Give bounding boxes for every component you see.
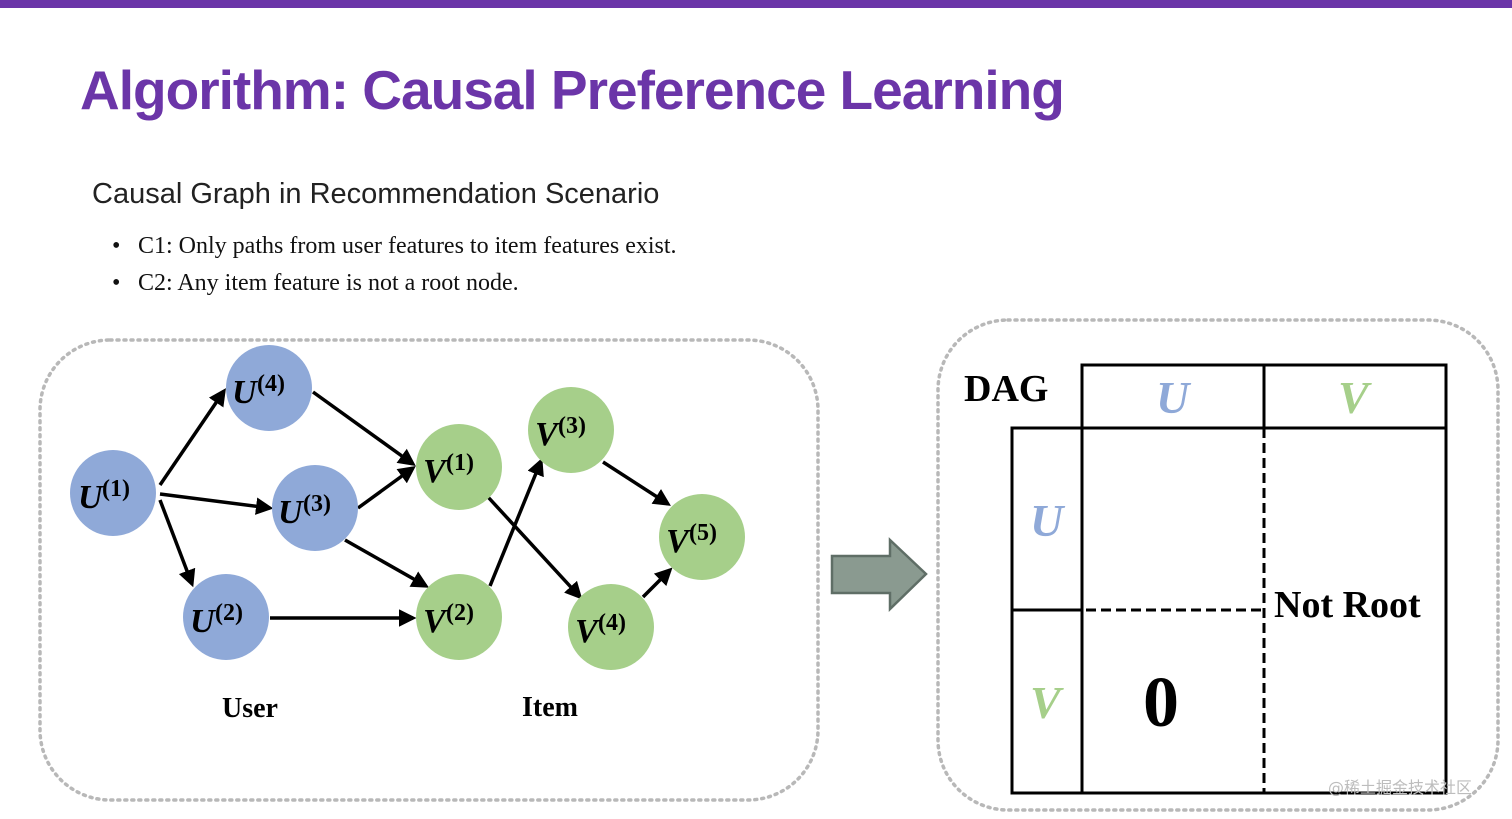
node-superscript: (4) <box>257 371 285 397</box>
edge-v2-v3 <box>488 457 544 587</box>
row-header-u: U <box>1030 495 1066 546</box>
node-superscript: (1) <box>102 476 130 502</box>
edge-u1-u3 <box>159 492 274 515</box>
edge-v3-v5 <box>602 460 671 506</box>
bullet-item: • C1: Only paths from user features to it… <box>112 230 677 267</box>
node-superscript: (4) <box>598 610 626 636</box>
bullet-item: • C2: Any item feature is not a root node… <box>112 267 677 304</box>
item-node-circle <box>416 574 502 660</box>
user-node-u2: U (2) <box>183 574 269 660</box>
user-node-u4: U (4) <box>226 345 312 431</box>
edge-u3-v1 <box>356 465 416 510</box>
node-superscript: (5) <box>689 520 717 546</box>
node-superscript: (3) <box>558 413 586 439</box>
user-node-circle <box>272 465 358 551</box>
right-arrow-icon <box>830 537 928 612</box>
item-node-circle <box>528 387 614 473</box>
slide-title: Algorithm: Causal Preference Learning <box>80 59 1065 121</box>
node-label: V <box>666 523 691 560</box>
edge-u1-u4 <box>158 388 226 486</box>
node-label: V <box>575 613 600 650</box>
edge-u1-u2 <box>158 499 196 588</box>
user-node-circle <box>226 345 312 431</box>
node-label: U <box>278 494 305 531</box>
item-node-v1: V (1) <box>416 424 502 510</box>
bullet-dot-icon: • <box>112 233 121 259</box>
node-superscript: (2) <box>215 600 243 626</box>
edge-u4-v1 <box>311 390 416 467</box>
not-root-label: Not Root <box>1274 584 1421 626</box>
user-node-u1: U (1) <box>70 450 156 536</box>
item-node-v3: V (3) <box>528 387 614 473</box>
constraint-list: • C1: Only paths from user features to it… <box>112 230 677 304</box>
edge-v4-v5 <box>641 567 673 599</box>
node-superscript: (3) <box>303 491 331 517</box>
item-node-v2: V (2) <box>416 574 502 660</box>
user-node-circle <box>70 450 156 536</box>
graph-edges <box>158 388 673 627</box>
node-label: V <box>535 416 560 453</box>
column-header-u: U <box>1156 372 1192 423</box>
user-node-u3: U (3) <box>272 465 358 551</box>
node-label: U <box>232 374 259 411</box>
row-header-v: V <box>1030 677 1064 728</box>
node-superscript: (2) <box>446 600 474 626</box>
matrix-title: DAG <box>964 368 1048 410</box>
item-node-circle <box>568 584 654 670</box>
node-label: U <box>190 603 217 640</box>
top-accent-bar <box>0 0 1512 8</box>
node-label: V <box>423 603 448 640</box>
matrix-frame <box>936 318 1500 812</box>
item-node-v5: V (5) <box>659 494 745 580</box>
graph-frame <box>38 338 820 802</box>
user-node-circle <box>183 574 269 660</box>
item-node-circle <box>416 424 502 510</box>
node-label: U <box>78 479 105 516</box>
item-node-circle <box>659 494 745 580</box>
section-subtitle: Causal Graph in Recommendation Scenario <box>92 178 660 210</box>
bullet-text: C2: Any item feature is not a root node. <box>138 270 519 296</box>
watermark: @稀土掘金技术社区 <box>1328 778 1473 797</box>
bullet-dot-icon: • <box>112 270 121 296</box>
edge-u3-v2 <box>344 538 430 588</box>
zero-block-label: 0 <box>1143 662 1179 742</box>
dag-matrix: DAG U V U V 0 Not Root <box>964 363 1448 795</box>
user-group-label: User <box>222 693 278 724</box>
node-label: V <box>423 453 448 490</box>
item-group-label: Item <box>522 692 578 723</box>
column-header-v: V <box>1338 372 1372 423</box>
edge-v1-v4 <box>486 495 583 600</box>
item-node-v4: V (4) <box>568 584 654 670</box>
node-superscript: (1) <box>446 450 474 476</box>
bullet-text: C1: Only paths from user features to ite… <box>138 233 677 259</box>
